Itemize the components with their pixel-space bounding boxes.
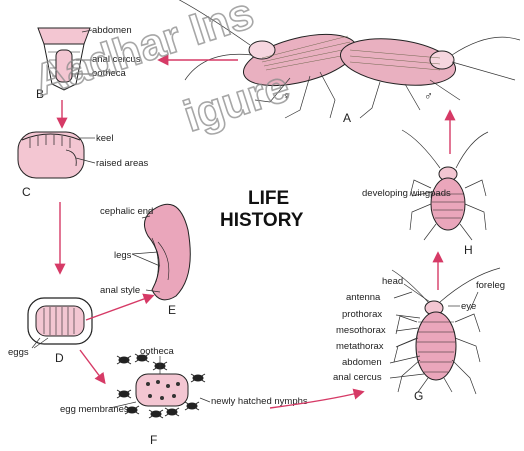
- stage-g-nymph: head foreleg antenna eye prothorax mesot…: [333, 268, 505, 403]
- stage-g-label-anal-cercus: anal cercus: [333, 372, 382, 383]
- stage-e-letter: E: [168, 303, 176, 317]
- stage-e-label-anal-style: anal style: [100, 285, 140, 296]
- stage-g-label-antenna: antenna: [346, 292, 381, 303]
- stage-d-label-eggs: eggs: [8, 347, 29, 358]
- stage-h-nymph: developing wingpads H: [362, 130, 488, 257]
- stage-f-label-egg-membranes: egg membranes: [60, 404, 129, 415]
- stage-c-label-keel: keel: [96, 133, 113, 144]
- watermark: Aadhar Ins igure: [28, 0, 295, 142]
- stage-f-label-ootheca: ootheca: [140, 346, 175, 357]
- stage-h-label-text: developing wingpads: [362, 188, 451, 199]
- title-line-2: HISTORY: [220, 210, 304, 231]
- stage-f-letter: F: [150, 433, 157, 447]
- stage-f-hatching: ootheca egg membranes newly hatched nymp…: [60, 346, 308, 447]
- stage-c-label-raised-areas: raised areas: [96, 158, 149, 169]
- arrow-d-to-f: [80, 350, 104, 382]
- stage-g-letter: G: [414, 389, 423, 403]
- title-line-1: LIFE: [248, 188, 289, 209]
- male-cockroach: [338, 32, 520, 118]
- life-history-title: LIFE HISTORY: [220, 188, 304, 231]
- stage-d-eggs: eggs D: [8, 298, 92, 365]
- stage-c-letter: C: [22, 185, 31, 199]
- stage-g-label-mesothorax: mesothorax: [336, 325, 386, 336]
- stage-g-label-prothorax: prothorax: [342, 309, 382, 320]
- stage-g-label-abdomen: abdomen: [342, 357, 382, 368]
- arrow-d-to-e: [86, 296, 152, 320]
- stage-g-label-metathorax: metathorax: [336, 341, 384, 352]
- stage-c-ootheca: keel raised areas C: [18, 132, 149, 199]
- stage-g-label-eye: eye: [461, 301, 476, 312]
- stage-e-label-legs: legs: [114, 250, 132, 261]
- stage-h-label-developing-wingpads: developing wingpads: [362, 188, 451, 199]
- male-symbol: ♂: [424, 89, 433, 103]
- stage-a-letter: A: [343, 111, 351, 125]
- stage-e-embryo: cephalic end legs anal style E: [100, 204, 190, 317]
- stage-g-label-foreleg: foreleg: [476, 280, 505, 291]
- stage-d-letter: D: [55, 351, 64, 365]
- stage-g-label-head: head: [382, 276, 403, 287]
- watermark-line-2: igure: [178, 62, 295, 142]
- stage-h-letter: H: [464, 243, 473, 257]
- stage-e-label-cephalic-end: cephalic end: [100, 206, 153, 217]
